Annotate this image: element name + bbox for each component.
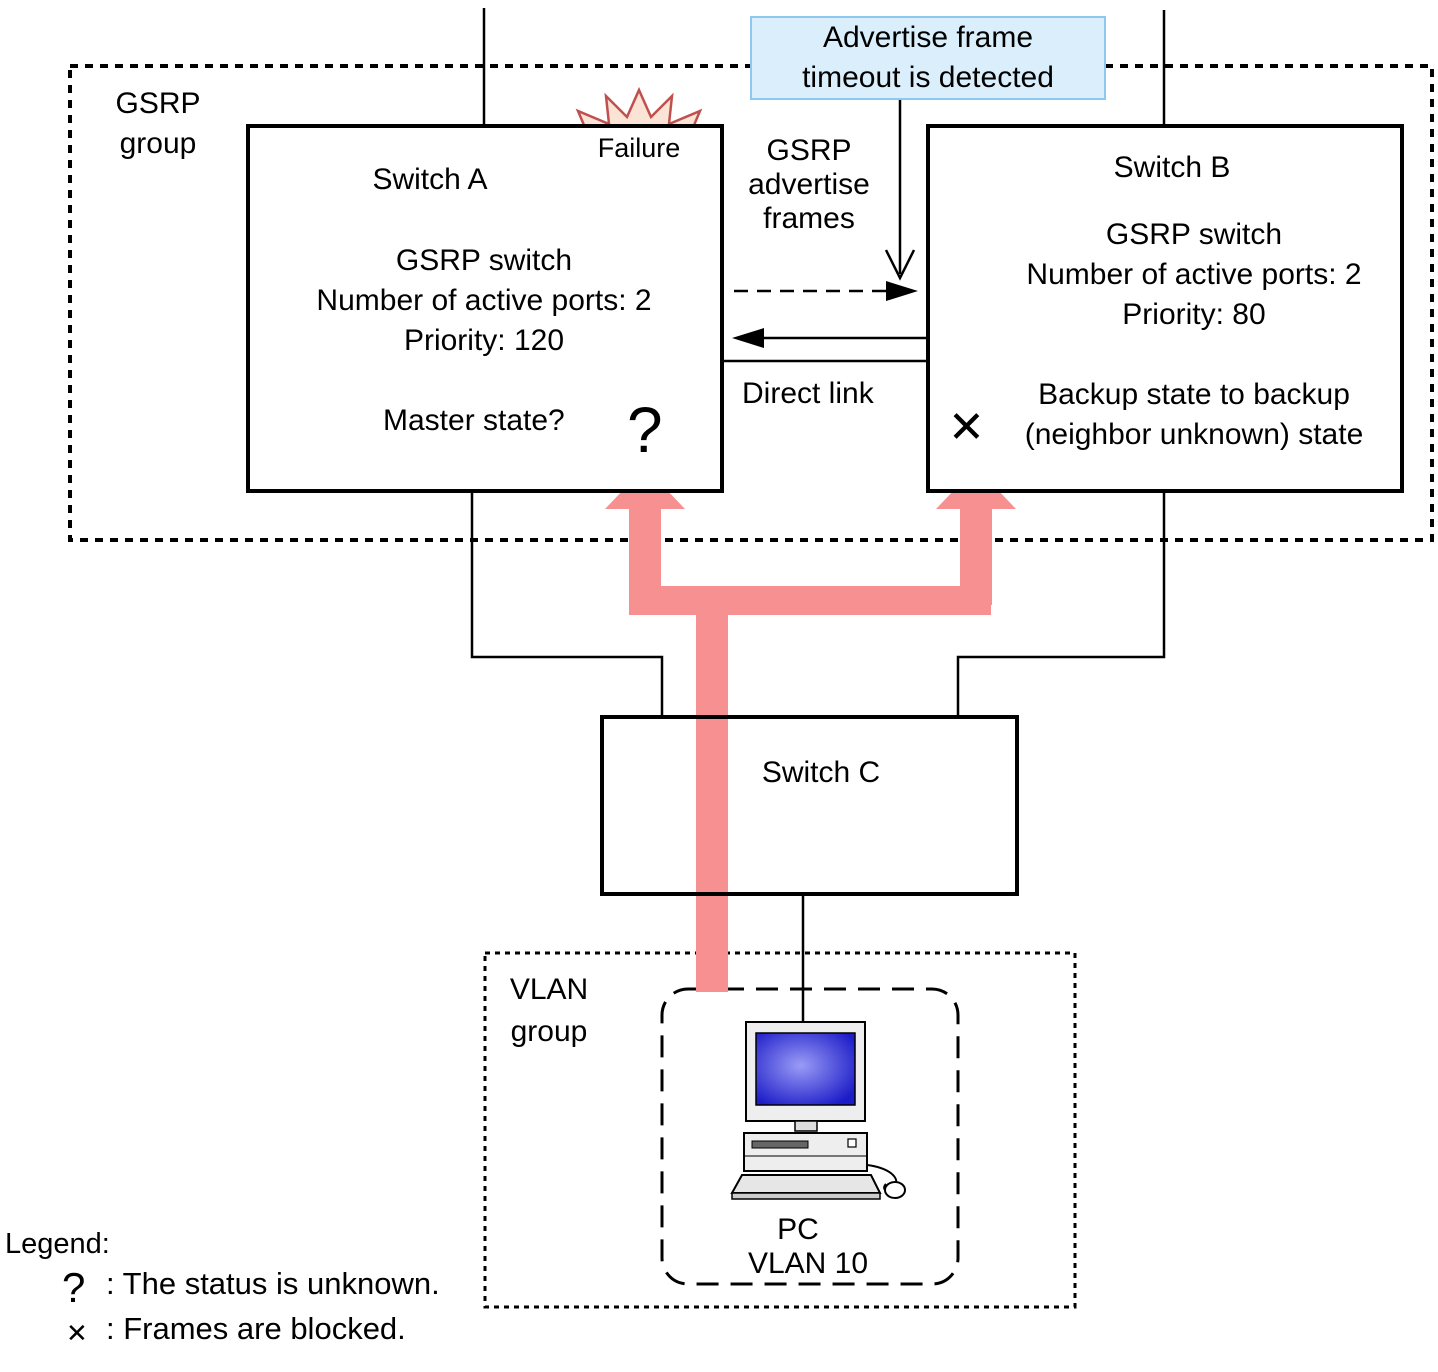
pc-boundary xyxy=(660,987,960,1286)
timeout-callout: Advertise frame timeout is detected xyxy=(750,16,1106,100)
switch-b-title: Switch B xyxy=(1113,151,1231,184)
switch-b-priority: Priority: 80 xyxy=(1122,298,1266,331)
frames-label-line2: advertise xyxy=(748,168,870,201)
traffic-flow-arrow xyxy=(605,467,1016,992)
blocked-frames-icon: ✕ xyxy=(948,403,985,452)
pc-label-line1: PC xyxy=(777,1213,819,1246)
vlan-group-label-line1: VLAN xyxy=(509,973,589,1006)
return-frames-arrowhead xyxy=(732,328,764,348)
unknown-status-icon: ? xyxy=(627,394,663,466)
advertise-frames-arrowhead xyxy=(886,281,918,301)
legend-title: Legend: xyxy=(5,1228,110,1260)
direct-link-label: Direct link xyxy=(742,377,874,410)
callout-line2: timeout is detected xyxy=(802,61,1054,94)
switch-c-box xyxy=(600,715,1019,896)
gsrp-group-label-line1: GSRP xyxy=(115,87,201,120)
legend-blocked-text: : Frames are blocked. xyxy=(106,1311,406,1346)
switch-a-role: GSRP switch xyxy=(395,244,573,277)
switch-a-ports: Number of active ports: 2 xyxy=(316,284,652,317)
frames-label-line1: GSRP xyxy=(766,134,852,167)
switch-b-role: GSRP switch xyxy=(1105,218,1283,251)
callout-line1: Advertise frame xyxy=(822,21,1034,54)
link-a-to-c xyxy=(470,490,664,717)
vlan-group-boundary xyxy=(483,951,1077,1309)
switch-b-box xyxy=(926,124,1404,493)
legend-unknown-icon: ? xyxy=(62,1264,86,1311)
switch-b-state-line1: Backup state to backup xyxy=(1038,378,1350,411)
failure-label: Failure xyxy=(597,133,681,163)
legend-blocked-icon: ✕ xyxy=(66,1318,88,1348)
switch-a-priority: Priority: 120 xyxy=(403,324,565,357)
legend-unknown-text: : The status is unknown. xyxy=(106,1266,440,1301)
switch-b-state-line2: (neighbor unknown) state xyxy=(1024,418,1364,451)
switch-a-title: Switch A xyxy=(372,163,488,196)
pc-label-line2: VLAN 10 xyxy=(747,1247,869,1280)
switch-a-box xyxy=(246,124,724,493)
link-b-to-c xyxy=(956,490,1166,717)
switch-c-title: Switch C xyxy=(761,756,881,789)
vlan-group-label-line2: group xyxy=(510,1015,588,1048)
frames-label-line3: frames xyxy=(763,202,855,235)
switch-b-ports: Number of active ports: 2 xyxy=(1026,258,1362,291)
switch-a-state: Master state? xyxy=(383,404,565,437)
gsrp-group-label-line2: group xyxy=(119,127,197,160)
pc-icon xyxy=(730,1021,906,1200)
callout-pointer-head xyxy=(884,249,916,281)
